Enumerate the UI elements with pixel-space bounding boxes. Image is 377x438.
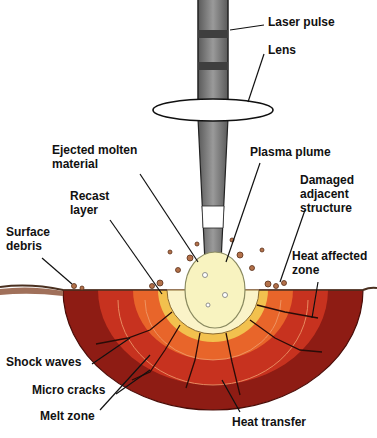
- plume-particle: [223, 293, 228, 298]
- part-label: Damaged adjacent structure: [300, 174, 374, 215]
- lens: [153, 99, 273, 121]
- plume-particle: [203, 273, 208, 278]
- part-label: Heat transfer: [232, 416, 332, 430]
- part-label: Recast layer: [70, 190, 130, 218]
- part-label: Shock waves: [6, 356, 96, 370]
- part-label: Laser pulse: [268, 16, 368, 30]
- surface-layer: [0, 287, 63, 296]
- part-label: Plasma plume: [250, 146, 360, 160]
- plasma-plume: [185, 252, 245, 328]
- plume-particle: [206, 303, 210, 307]
- debris: [72, 238, 287, 290]
- part-label: Lens: [268, 44, 328, 58]
- leader-lines: [42, 25, 318, 412]
- part-label: Micro cracks: [32, 384, 122, 398]
- beam-gap: [202, 206, 224, 228]
- part-label: Heat affected zone: [292, 250, 374, 278]
- beam-band: [198, 30, 228, 38]
- focused-beam: [198, 118, 228, 262]
- part-label: Surface debris: [6, 226, 70, 254]
- part-label: Ejected molten material: [52, 144, 152, 172]
- beam-band: [198, 62, 228, 70]
- laser-beam: [198, 0, 228, 102]
- part-label: Melt zone: [40, 410, 110, 424]
